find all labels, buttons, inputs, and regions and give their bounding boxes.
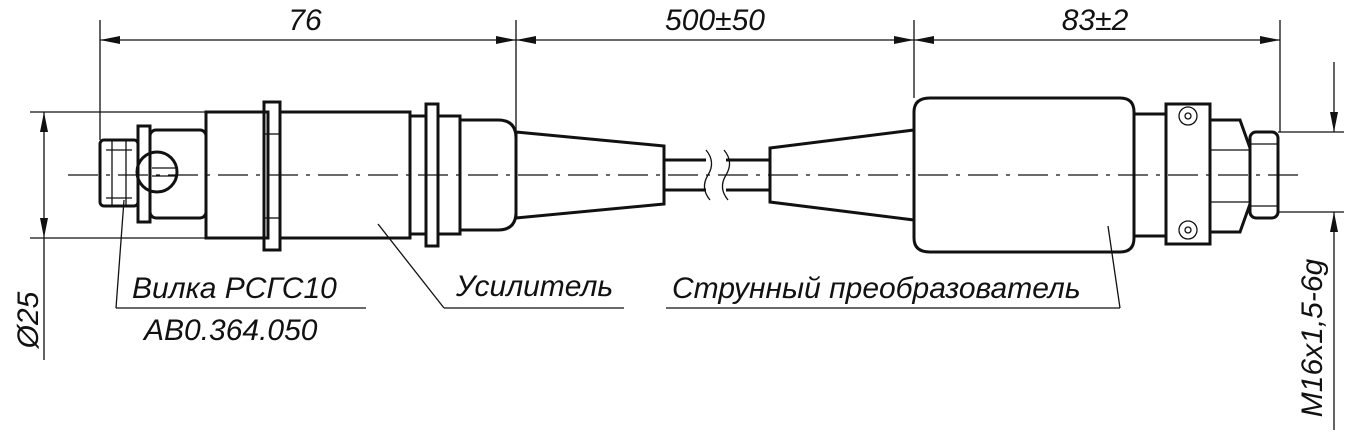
diameter-dimension	[30, 111, 206, 360]
top-dimensions	[99, 20, 1281, 140]
callout-leaders	[115, 199, 1121, 309]
cable	[664, 149, 770, 201]
callout-plug-code: АВ0.364.050	[142, 314, 318, 347]
callout-amplifier: Усилитель	[455, 270, 613, 303]
thread-dimension	[1278, 62, 1344, 430]
dimension-thread: M16x1,5-6g	[1296, 258, 1329, 417]
dimension-83: 83±2	[1062, 4, 1129, 37]
dimension-76: 76	[288, 4, 322, 37]
amplifier-body	[204, 100, 666, 252]
plug-connector	[98, 124, 208, 224]
dimension-500: 500±50	[665, 4, 765, 37]
callout-plug-name: Вилка РСГС10	[132, 272, 337, 305]
string-transducer-body	[768, 96, 1280, 254]
callout-transducer: Струнный преобразователь	[672, 272, 1081, 305]
dimension-diameter: Ø25	[12, 291, 45, 349]
